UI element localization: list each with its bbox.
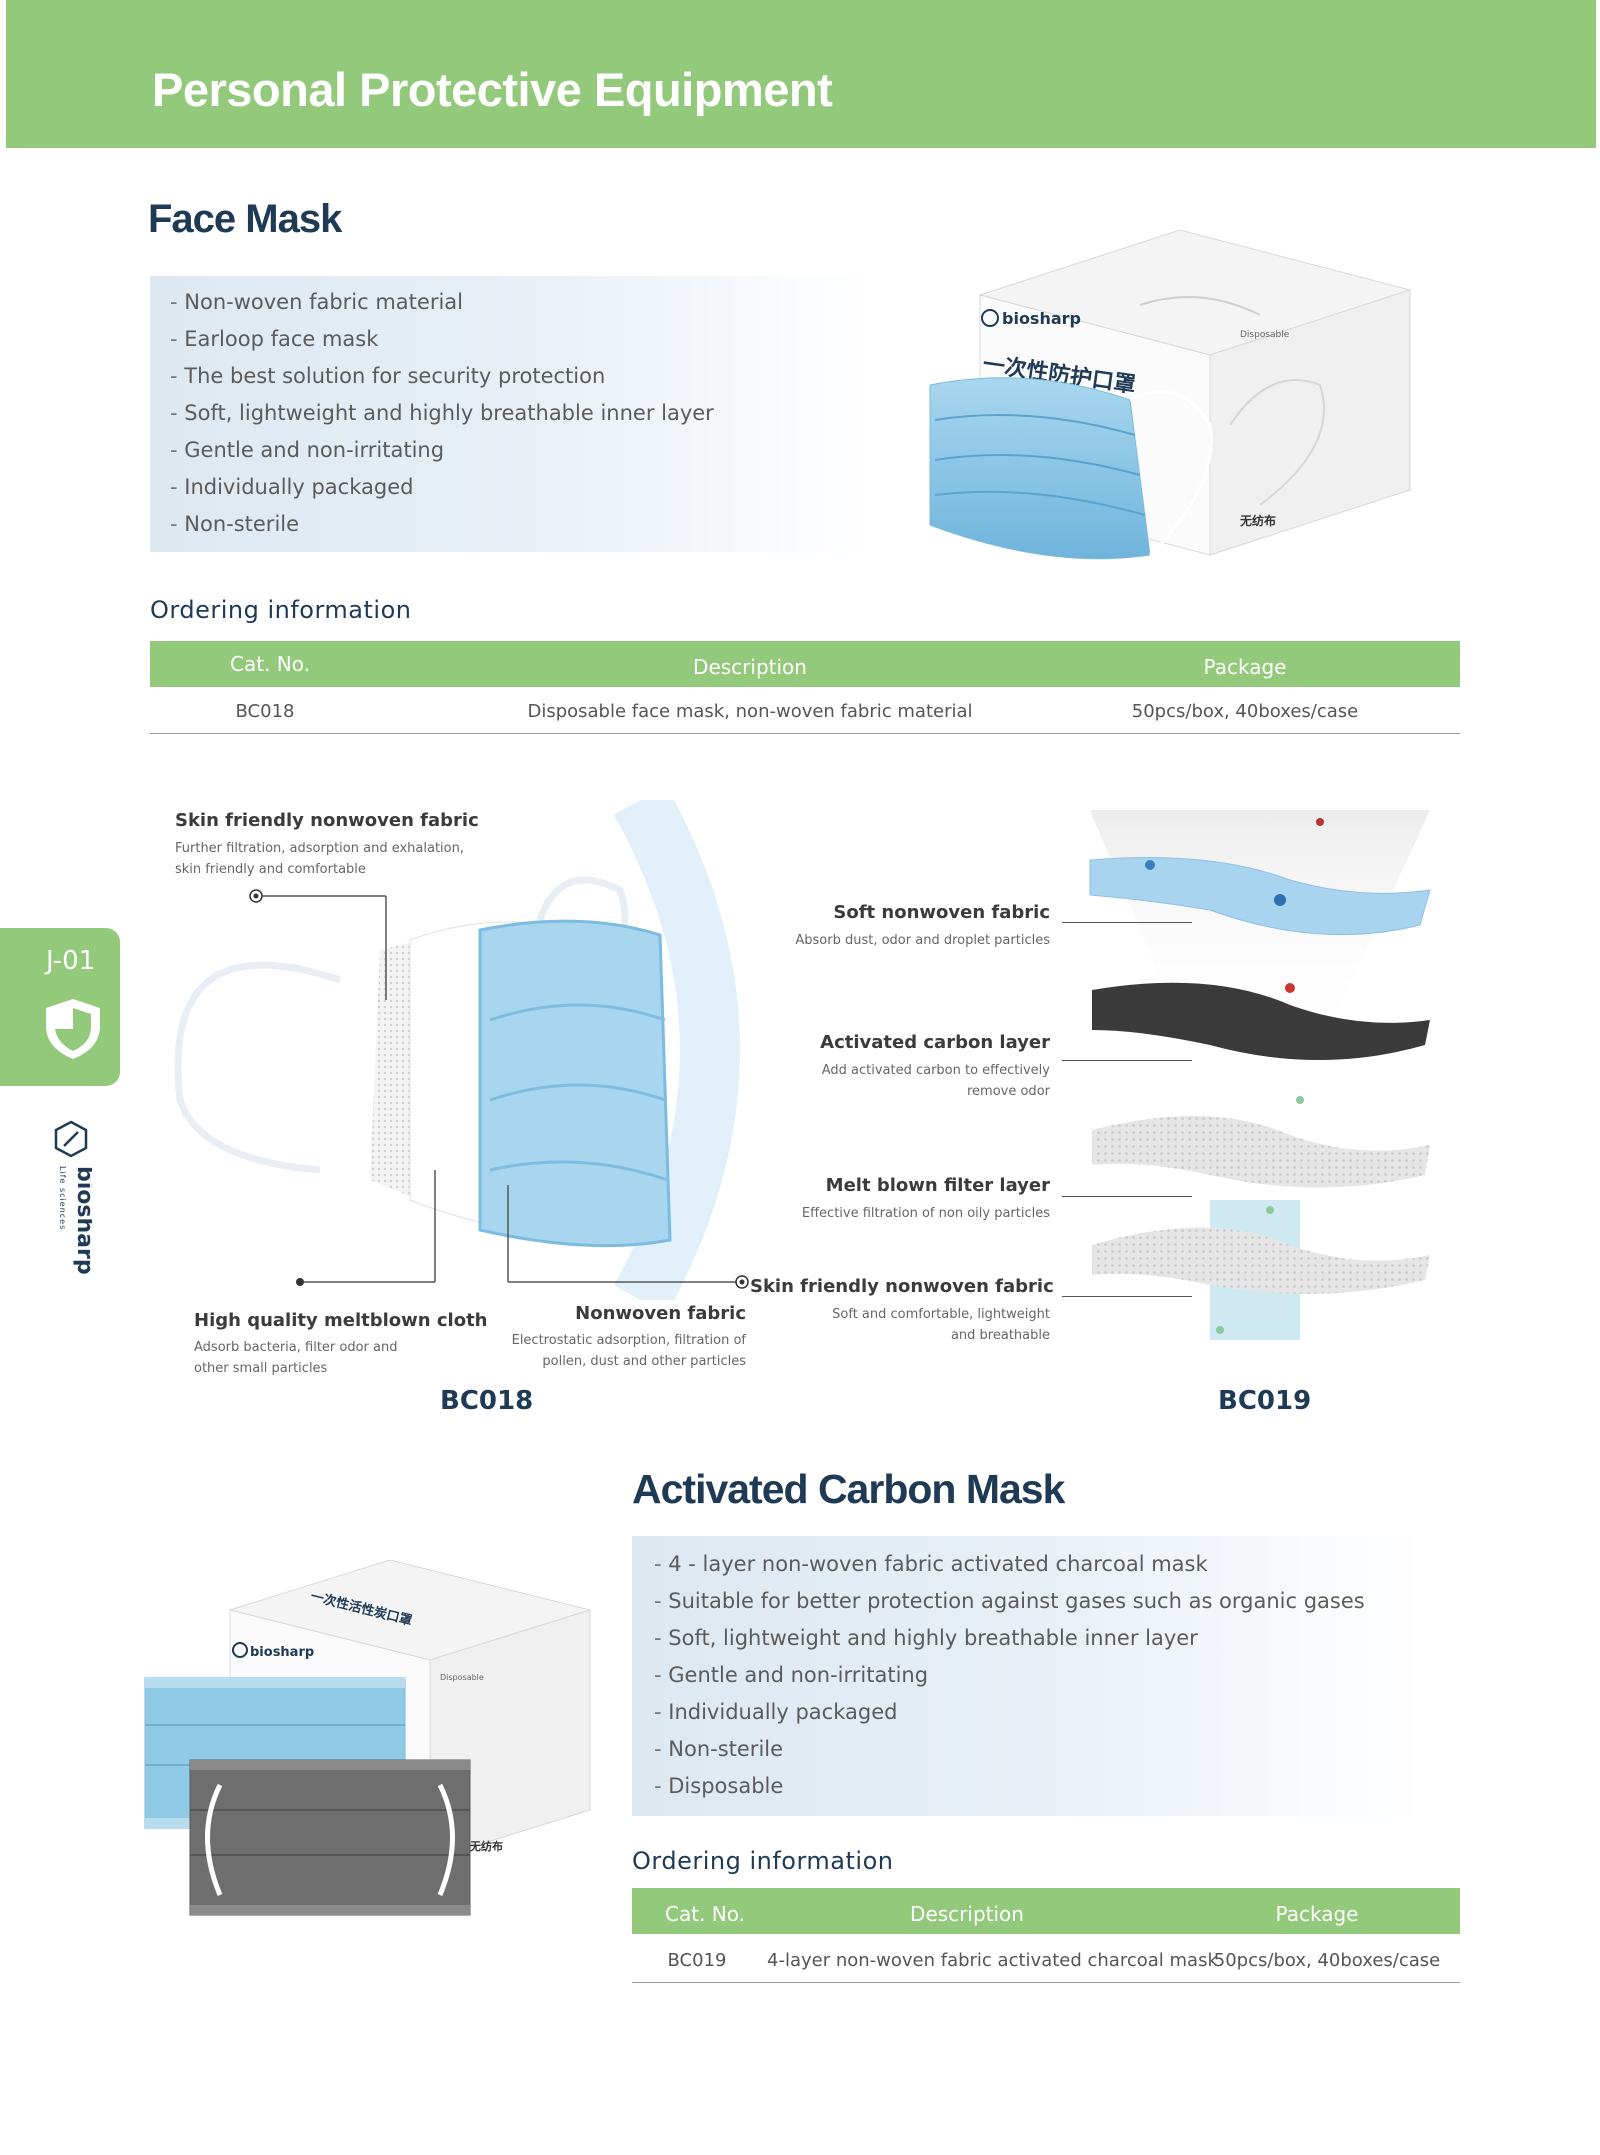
box-disposable: Disposable: [1240, 330, 1290, 340]
carbon-mask-feature-list: 4 - layer non-woven fabric activated cha…: [654, 1546, 1365, 1805]
biosharp-logo-icon: [981, 309, 999, 327]
cell-description: 4-layer non-woven fabric activated charc…: [767, 1950, 1218, 1971]
carbon-mask-ordering-title: Ordering information: [632, 1847, 894, 1875]
cell-cat-no: BC018: [235, 701, 295, 722]
bc018-callout-desc: Electrostatic adsorption, filtration of …: [480, 1330, 746, 1372]
desc-line: pollen, dust and other particles: [542, 1354, 746, 1369]
table-header: Cat. No. Description Package: [150, 641, 1460, 687]
cell-package: 50pcs/box, 40boxes/case: [1131, 701, 1359, 722]
box-brand: biosharp: [1002, 309, 1081, 328]
box-disposable: Disposable: [440, 1673, 484, 1682]
bc019-layer-title: Soft nonwoven fabric: [833, 902, 1050, 923]
face-mask-ordering-title: Ordering information: [150, 596, 412, 624]
desc-line: and breathable: [950, 1328, 1050, 1343]
face-mask-order-table: Cat. No. Description Package BC018 Dispo…: [150, 641, 1460, 735]
bc019-leader-line: [1062, 1296, 1192, 1297]
face-mask-feature-box: Non-woven fabric material Earloop face m…: [150, 276, 875, 552]
bc019-layer-title: Skin friendly nonwoven fabric: [750, 1276, 1054, 1297]
cell-description: Disposable face mask, non-woven fabric m…: [527, 701, 973, 722]
col-cat-no: Cat. No.: [665, 1902, 745, 1926]
bc019-layer-desc: Effective filtration of non oily particl…: [750, 1203, 1050, 1224]
feature-item: Gentle and non-irritating: [654, 1657, 1365, 1694]
cell-cat-no: BC019: [667, 1950, 727, 1971]
header-band: [6, 0, 1596, 148]
bc019-leader-line: [1062, 1060, 1192, 1061]
carbon-mask-box-image: biosharp 一次性活性炭口罩 Disposable 无纺布: [144, 1560, 592, 1916]
desc-line: Soft and comfortable, lightweight: [832, 1307, 1050, 1322]
col-package: Package: [1275, 1902, 1359, 1926]
brand-sub: Life sciences: [58, 1166, 67, 1230]
bc019-leader-line: [1062, 922, 1192, 923]
shield-icon: [46, 999, 100, 1059]
box-fabric-tag: 无纺布: [469, 1839, 503, 1853]
face-mask-box-image: biosharp 一次性防护口罩 Disposable 无纺布: [929, 229, 1412, 560]
desc-line: Effective filtration of non oily particl…: [801, 1206, 1050, 1221]
bc018-mask-diagram: [174, 800, 749, 1300]
desc-line: Electrostatic adsorption, filtration of: [511, 1333, 746, 1348]
feature-item: Non-sterile: [170, 506, 714, 543]
bc019-layer-title: Activated carbon layer: [820, 1032, 1050, 1053]
carbon-mask-order-table: Cat. No. Description Package BC019 4-lay…: [632, 1888, 1460, 1984]
box-brand: biosharp: [250, 1645, 314, 1660]
feature-item: Earloop face mask: [170, 321, 714, 358]
feature-item: Soft, lightweight and highly breathable …: [654, 1620, 1365, 1657]
table-rule: [632, 1982, 1460, 1983]
feature-item: Disposable: [654, 1768, 1365, 1805]
desc-line: other small particles: [194, 1361, 328, 1376]
bc018-callout-desc: Further filtration, adsorption and exhal…: [175, 838, 475, 880]
bc019-layer-desc: Absorb dust, odor and droplet particles: [750, 930, 1050, 951]
feature-item: Soft, lightweight and highly breathable …: [170, 395, 714, 432]
bc019-code: BC019: [1218, 1386, 1312, 1416]
bc019-layers-diagram: [1089, 810, 1431, 1340]
table-rule: [150, 733, 1460, 734]
desc-line: Absorb dust, odor and droplet particles: [795, 933, 1050, 948]
bc018-code: BC018: [440, 1386, 534, 1416]
desc-line: Add activated carbon to effectively: [821, 1063, 1050, 1078]
section-tab-label: J-01: [46, 946, 96, 976]
bc018-callout-title: High quality meltblown cloth: [194, 1310, 488, 1331]
col-package: Package: [1203, 655, 1287, 679]
brand-name: biosharp: [72, 1166, 92, 1275]
feature-item: Individually packaged: [170, 469, 714, 506]
feature-item: The best solution for security protectio…: [170, 358, 714, 395]
feature-item: Individually packaged: [654, 1694, 1365, 1731]
box-fabric-tag: 无纺布: [1239, 513, 1276, 528]
feature-item: Non-woven fabric material: [170, 284, 714, 321]
feature-item: Suitable for better protection against g…: [654, 1583, 1364, 1620]
desc-line: remove odor: [966, 1084, 1050, 1099]
feature-item: Non-sterile: [654, 1731, 1365, 1768]
col-cat-no: Cat. No.: [230, 652, 310, 676]
col-description: Description: [910, 1902, 1024, 1926]
col-description: Description: [693, 655, 807, 679]
face-mask-feature-list: Non-woven fabric material Earloop face m…: [170, 284, 714, 543]
bc019-layer-desc: Add activated carbon to effectively remo…: [750, 1060, 1050, 1102]
feature-item: Gentle and non-irritating: [170, 432, 714, 469]
desc-line: Further filtration, adsorption and exhal…: [175, 841, 464, 856]
page-title: Personal Protective Equipment: [152, 63, 833, 116]
carbon-mask-title: Activated Carbon Mask: [632, 1466, 1065, 1512]
cell-package: 50pcs/box, 40boxes/case: [1213, 1950, 1441, 1971]
feature-item: 4 - layer non-woven fabric activated cha…: [654, 1546, 1365, 1583]
face-mask-title: Face Mask: [148, 197, 342, 241]
desc-line: Adsorb bacteria, filter odor and: [194, 1340, 398, 1355]
brand-vertical-logo: biosharp Life sciences: [54, 1120, 92, 1275]
bc019-layer-desc: Soft and comfortable, lightweight and br…: [750, 1304, 1050, 1346]
biosharp-logo-icon: [54, 1120, 88, 1158]
desc-line: skin friendly and comfortable: [175, 862, 366, 877]
biosharp-logo-icon: [232, 1642, 248, 1658]
bc019-leader-line: [1062, 1196, 1192, 1197]
bc018-callout-title: Nonwoven fabric: [575, 1303, 746, 1324]
carbon-mask-feature-box: 4 - layer non-woven fabric activated cha…: [632, 1536, 1422, 1816]
bc018-callout-title: Skin friendly nonwoven fabric: [175, 810, 479, 831]
bc018-callout-desc: Adsorb bacteria, filter odor and other s…: [194, 1337, 454, 1379]
table-header: Cat. No. Description Package: [632, 1888, 1460, 1934]
bc019-layer-title: Melt blown filter layer: [825, 1175, 1050, 1196]
